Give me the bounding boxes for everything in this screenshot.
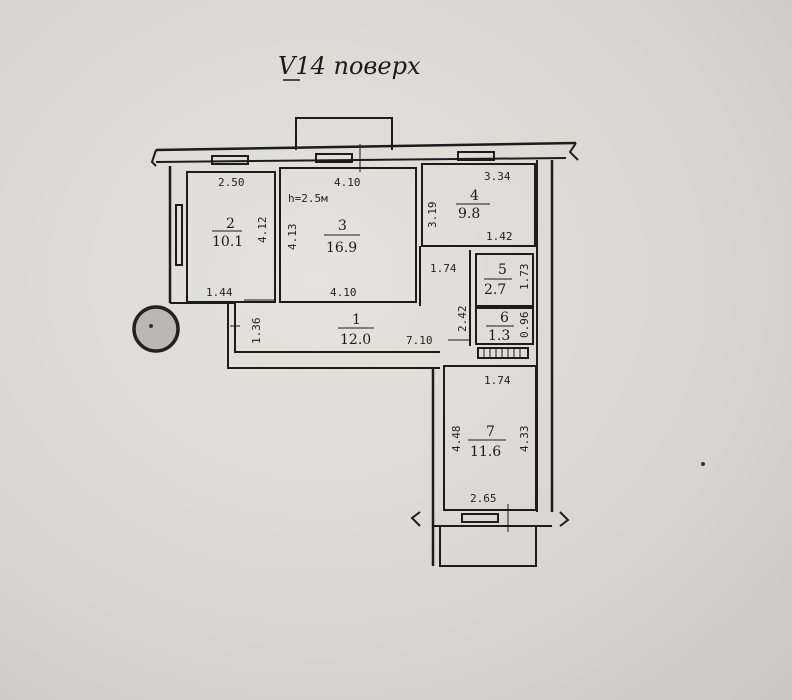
room-3-number: 3 [338, 218, 347, 234]
room-5-area: 2.7 [484, 282, 506, 298]
room-1-number: 1 [352, 312, 361, 328]
ink-dot [701, 462, 705, 466]
dim-r4-side: 3.19 [426, 202, 439, 229]
room-5-number: 5 [498, 262, 507, 278]
room-6-area: 1.3 [488, 328, 510, 344]
dim-r7-bottom: 2.65 [470, 492, 497, 505]
dim-r6-side: 0.96 [518, 312, 531, 339]
wall-break-bottom-left [410, 511, 421, 527]
room-7-number: 7 [486, 424, 495, 440]
window-room-4 [457, 151, 495, 161]
room-1-area: 12.0 [340, 332, 371, 348]
wall-break-bottom-right [559, 511, 570, 527]
dim-r5-side: 1.73 [518, 264, 531, 291]
room-5-outline [475, 253, 534, 307]
room-4-area: 9.8 [458, 206, 480, 222]
stamp-circle [132, 305, 180, 353]
dim-r3-top: 4.10 [334, 176, 361, 189]
window-room-7 [461, 513, 499, 523]
window-left [175, 204, 183, 266]
dim-r2-side: 4.12 [256, 217, 269, 244]
dim-r7-right: 4.33 [518, 426, 531, 453]
dim-r7-top: 1.74 [484, 374, 511, 387]
dim-r4-bottom: 1.42 [486, 230, 513, 243]
room-2-outline [186, 171, 276, 303]
room-4-number: 4 [470, 188, 479, 204]
dim-r7-left: 4.48 [450, 426, 463, 453]
dim-hall-left: 1.36 [250, 318, 263, 345]
balcony-bottom [439, 526, 537, 567]
room-7-outline [443, 365, 537, 511]
outer-top-wall [155, 141, 577, 152]
dim-r3-side: 4.13 [286, 224, 299, 251]
hall-bottom-wall [234, 303, 440, 353]
room-2-area: 10.1 [212, 234, 243, 250]
walls [150, 117, 579, 567]
dim-hall-horizontal: 7.10 [406, 334, 433, 347]
window-room-2 [211, 155, 249, 165]
dim-r2-bottom: 1.44 [206, 286, 233, 299]
room-3-area: 16.9 [326, 240, 357, 256]
wall-break-right [568, 142, 579, 161]
room-4-outline [421, 163, 536, 247]
window-room-3 [315, 153, 353, 163]
dim-hall-vertical: 2.42 [456, 306, 469, 333]
vent-hatch [483, 348, 521, 358]
stamp-dot [149, 324, 153, 328]
room-6-number: 6 [500, 310, 509, 326]
room-3-outline [279, 167, 417, 303]
room-2-number: 2 [226, 216, 235, 232]
dim-r4-top: 3.34 [484, 170, 511, 183]
dim-r3-bottom: 4.10 [330, 286, 357, 299]
floor-title: V14 поверх [278, 52, 421, 80]
inner-top-wall [155, 157, 567, 163]
dim-r5-top: 1.74 [430, 262, 457, 275]
room-6-outline [475, 307, 534, 345]
room-7-area: 11.6 [470, 444, 501, 460]
dimension-lines [230, 144, 509, 532]
hall-outer-wall [227, 303, 440, 369]
height-note: h=2.5м [288, 192, 328, 205]
balcony-top [295, 117, 393, 150]
wall-break-left [150, 149, 157, 167]
dim-r2-top: 2.50 [218, 176, 245, 189]
vent-block [477, 347, 529, 359]
